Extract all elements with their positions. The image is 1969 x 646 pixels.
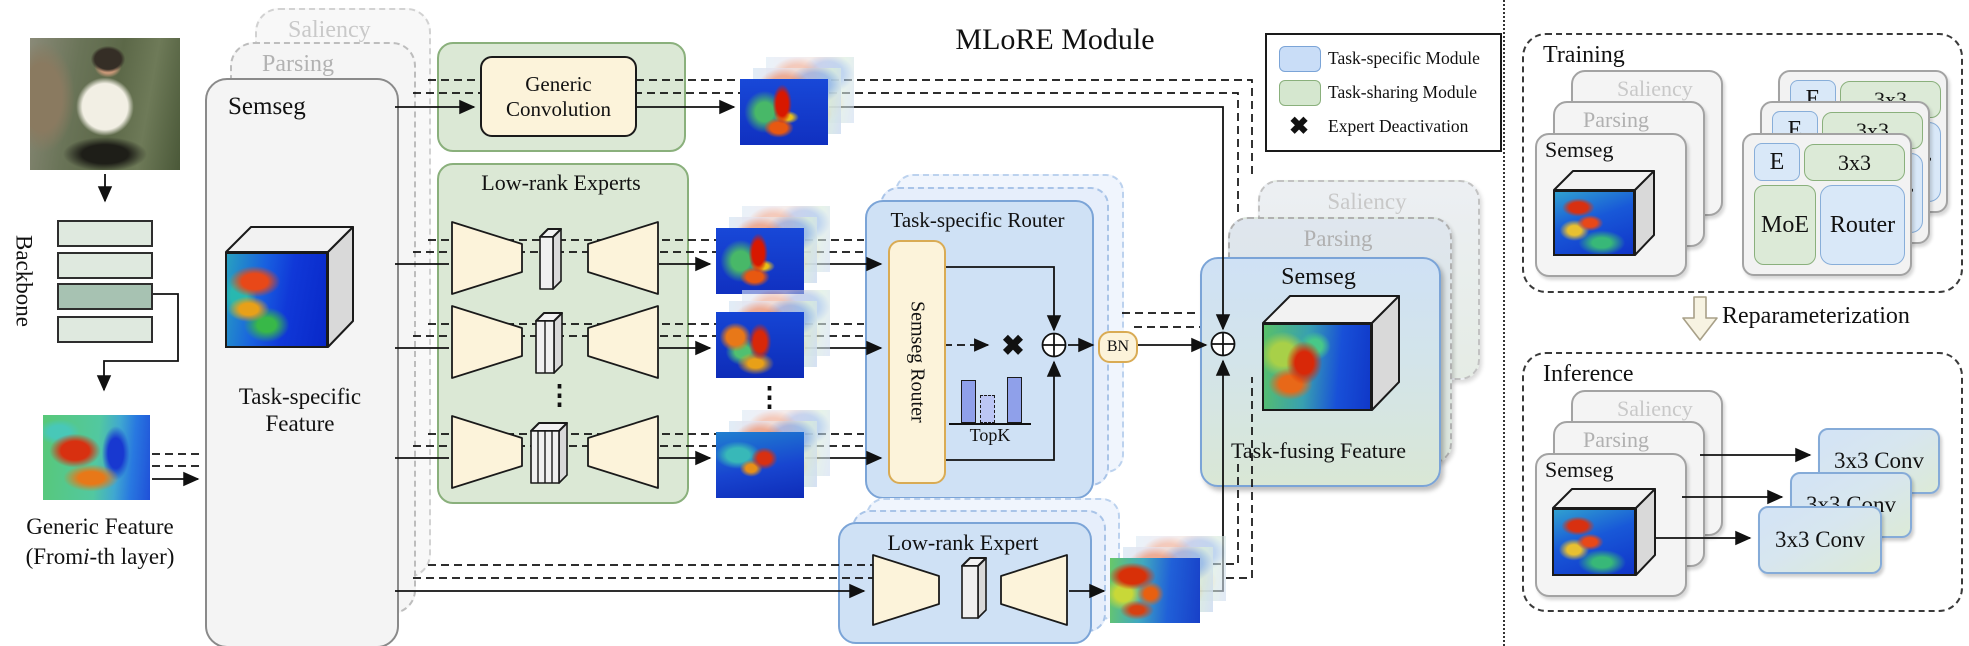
cube-faces-icon <box>1553 170 1655 256</box>
gf-post: -th layer) <box>89 544 175 569</box>
generic-feature-label-2: (From i-th layer) <box>0 543 200 570</box>
expert1-output-semseg <box>716 228 804 294</box>
generic-feature-heatmap <box>43 415 150 500</box>
moe-label: MoE <box>1761 211 1809 238</box>
expert-deactivation-x: ✖ <box>1001 330 1025 362</box>
router-label: Router <box>1829 211 1896 238</box>
task-specific-feature-cube <box>225 226 354 348</box>
shared-output-semseg <box>1110 558 1200 623</box>
legend-swatch-task-specific <box>1279 46 1321 72</box>
task-fusing-feature-cube <box>1262 295 1400 411</box>
generic-feature-label-1: Generic Feature <box>26 514 174 539</box>
task-specific-router-title: Task-specific Router <box>890 208 1065 232</box>
generic-conv-label: Generic Convolution <box>505 71 611 121</box>
task-fusing-feature-label: Task-fusing Feature <box>1230 438 1407 463</box>
saliency-fusing-label: Saliency <box>1327 189 1407 214</box>
legend-x-icon: ✖ <box>1288 112 1310 140</box>
training-semseg-label: Semseg <box>1545 137 1614 162</box>
legend-label-task-sharing: Task-sharing Module <box>1328 82 1477 102</box>
training-parsing-label: Parsing <box>1583 107 1649 132</box>
cube-faces-icon <box>225 226 354 348</box>
e-expert-box: E <box>1754 143 1800 181</box>
low-rank-expert-bowtie-1 <box>451 221 659 295</box>
conv3x3-label: 3x3 <box>1838 149 1871 175</box>
router-box: Router <box>1820 185 1905 265</box>
input-image <box>30 38 180 170</box>
training-panel <box>1522 33 1963 293</box>
gf-pre: (From <box>25 544 84 569</box>
bn-box: BN <box>1098 331 1138 363</box>
topk-label: TopK <box>969 425 1011 445</box>
conv3x3-card-saliency: 3x3 Conv <box>1818 428 1940 494</box>
conv-output-heatmap-semseg <box>740 79 828 145</box>
reparameterization-arrow-icon <box>1682 296 1718 341</box>
semseg-router-label: Semseg Router <box>906 301 929 423</box>
training-saliency-label: Saliency <box>1617 76 1693 101</box>
backbone-stage-1 <box>57 220 153 247</box>
cube-faces-icon <box>1262 295 1400 411</box>
bn-label: BN <box>1106 338 1130 355</box>
expert-outputs-ellipsis: ⋮ <box>756 382 783 412</box>
backbone-stage-3 <box>57 283 153 310</box>
cube-front-heatmap <box>1552 508 1636 576</box>
cube-front-heatmap <box>225 252 328 348</box>
semseg-fusing-label: Semseg <box>1281 264 1356 290</box>
training-title: Training <box>1543 42 1625 68</box>
backbone-stage-4 <box>57 316 153 343</box>
backbone-label: Backbone <box>11 235 37 327</box>
shared-expert-title: Low-rank Expert <box>887 530 1039 555</box>
topk-bar-3 <box>1007 377 1022 423</box>
fusing-add-node <box>1210 331 1236 357</box>
training-moe-card-semseg: E 3x3 MoE Router <box>1742 133 1912 276</box>
semseg-router-box: Semseg Router <box>888 240 946 484</box>
gf-i: i <box>83 544 90 569</box>
expert2-output-semseg <box>716 312 804 378</box>
conv3x3-card-semseg: 3x3 Conv <box>1758 506 1882 574</box>
low-rank-experts-title: Low-rank Experts <box>481 170 641 195</box>
low-rank-expert-bowtie-2 <box>451 305 659 379</box>
router-add-node <box>1041 332 1067 358</box>
task-specific-feature-label: Task-specific Feature <box>238 384 362 437</box>
parsing-feature-label: Parsing <box>262 51 334 77</box>
topk-bar-1 <box>961 380 976 423</box>
inference-title: Inference <box>1543 361 1634 387</box>
legend-swatch-task-sharing <box>1279 80 1321 106</box>
conv3x3-card-label: 3x3 Conv <box>1833 448 1925 473</box>
cube-front-heatmap <box>1262 323 1372 411</box>
cube-front-heatmap <box>1553 190 1635 256</box>
inference-feature-cube <box>1552 488 1656 576</box>
topk-bar-deactivated <box>980 395 995 423</box>
inference-saliency-label: Saliency <box>1617 396 1693 421</box>
experts-ellipsis: ⋮ <box>546 380 573 410</box>
legend-label-task-specific: Task-specific Module <box>1328 48 1480 68</box>
parsing-fusing-label: Parsing <box>1303 226 1373 251</box>
low-rank-expert-bowtie-3 <box>451 415 659 489</box>
generic-conv-box: Generic Convolution <box>480 56 637 137</box>
semseg-feature-label: Semseg <box>228 93 306 120</box>
legend: Task-specific Module Task-sharing Module… <box>1265 33 1502 152</box>
semseg-feature-box <box>205 78 399 646</box>
panel-divider <box>1503 0 1505 646</box>
reparameterization-label: Reparameterization <box>1722 303 1910 329</box>
conv3x3-box: 3x3 <box>1804 144 1905 181</box>
e-label: E <box>1769 148 1785 175</box>
saliency-feature-label: Saliency <box>288 17 371 43</box>
conv3x3-card-label: 3x3 Conv <box>1774 527 1866 552</box>
shared-expert-bowtie <box>872 554 1068 626</box>
backbone-stage-2 <box>57 252 153 279</box>
moe-box: MoE <box>1754 185 1816 265</box>
topk-chart: TopK <box>949 372 1031 448</box>
inference-semseg-label: Semseg <box>1545 457 1614 482</box>
legend-label-expert-deactivation: Expert Deactivation <box>1328 116 1469 136</box>
inference-parsing-label: Parsing <box>1583 427 1649 452</box>
training-feature-cube <box>1553 170 1655 256</box>
topk-axis <box>949 372 1031 425</box>
inference-panel <box>1522 352 1963 612</box>
figure-title: MLoRE Module <box>955 23 1155 56</box>
expert3-output-semseg <box>716 432 804 498</box>
